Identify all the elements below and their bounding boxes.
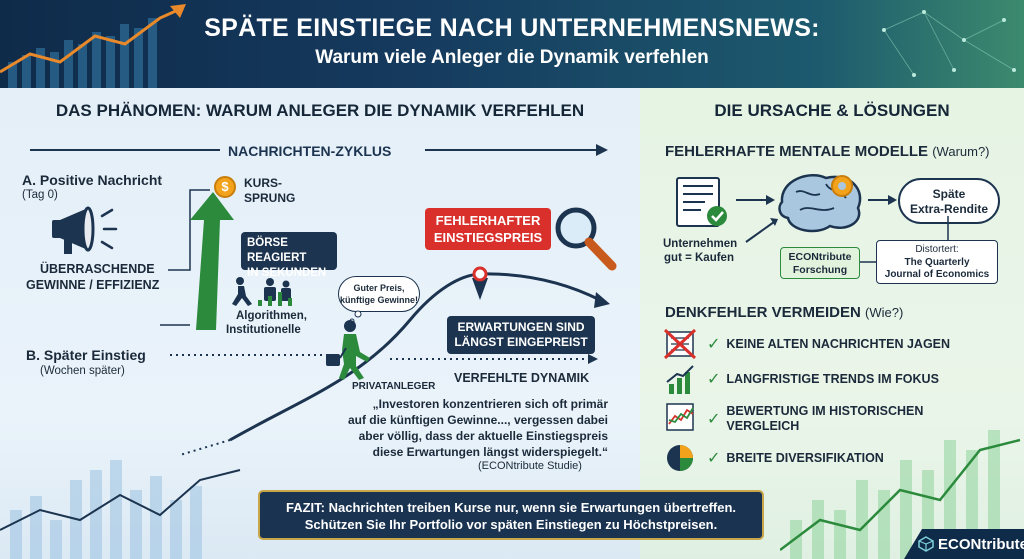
tip-row-1: ✓ KEINE ALTEN NACHRICHTEN JAGEN — [663, 329, 950, 359]
news-a-title: A. Positive Nachricht — [22, 172, 163, 188]
cloud-line1: Späte — [932, 187, 966, 201]
kurs-jump-arrow-icon — [160, 189, 234, 330]
research-line2: Forschung — [792, 264, 848, 276]
journal-line1: Distortert: — [915, 244, 959, 255]
research-line1: ECONtribute — [788, 251, 852, 263]
check-icon: ✓ — [707, 450, 721, 467]
quote-source: (ECONtribute Studie) — [478, 460, 582, 472]
brain-flow-icon — [736, 174, 897, 243]
header-network-icon — [882, 10, 1016, 77]
mental-models-title: FEHLERHAFTE MENTALE MODELLE — [665, 143, 929, 160]
mental-models-heading: FEHLERHAFTE MENTALE MODELLE (Warum?) — [665, 143, 990, 160]
thought-line1: Guter Preis, — [353, 283, 405, 293]
late-entry-title: B. Später Einstieg — [26, 347, 146, 363]
mental-models-why: (Warum?) — [932, 144, 990, 159]
tip-label: BEWERTUNG IM HISTORISCHEN VERGLEICH — [726, 404, 924, 433]
page-subtitle: Warum viele Anleger die Dynamik verfehle… — [315, 47, 709, 68]
priced-line1: ERWARTUNGEN SIND — [457, 320, 585, 334]
tip-row-3: ✓ BEWERTUNG IM HISTORISCHEN VERGLEICH — [663, 402, 923, 436]
cycle-arrow-icon — [30, 144, 608, 156]
trend-up-icon — [666, 365, 694, 394]
unternehmen-line1: Unternehmen — [663, 238, 738, 250]
check-icon: ✓ — [707, 371, 721, 388]
historical-chart-icon — [666, 403, 694, 431]
kurs-line2: SPRUNG — [244, 191, 296, 205]
late-entry-subtitle: (Wochen später) — [40, 365, 125, 377]
cycle-label: NACHRICHTEN-ZYKLUS — [228, 143, 392, 159]
wrong-entry-box: FEHLERHAFTER EINSTIEGSPREIS — [425, 208, 551, 250]
tip-label: KEINE ALTEN NACHRICHTEN JAGEN — [726, 336, 951, 351]
brand-name: ECONtribute — [938, 535, 1024, 553]
algo-line2: Institutionelle — [226, 324, 301, 336]
kurs-line1: KURS- — [244, 176, 282, 190]
header-growth-chart-icon — [0, 4, 186, 88]
quote-line1: „Investoren konzentrieren sich oft primä… — [372, 397, 608, 411]
company-good-label: Unternehmen gut = Kaufen — [663, 237, 738, 265]
journal-box: Distortert: The Quarterly Journal of Eco… — [876, 240, 998, 284]
brand-cube-icon — [918, 536, 934, 552]
late-return-cloud: Späte Extra-Rendite — [898, 178, 1000, 224]
research-box: ECONtribute Forschung — [780, 247, 860, 279]
wrong-line1: FEHLERHAFTER — [435, 213, 541, 228]
thought-bubble: Guter Preis, künftige Gewinne! — [338, 276, 420, 312]
missed-dynamics-label: VERFEHLTE DYNAMIK — [454, 371, 590, 385]
dollar-coin-icon: $ — [214, 176, 236, 198]
boerse-line1: BÖRSE REAGIERT — [247, 237, 307, 264]
cloud-line2: Extra-Rendite — [909, 202, 989, 216]
conclusion-box: FAZIT: Nachrichten treiben Kurse nur, we… — [258, 490, 764, 540]
price-curve-icon — [170, 266, 610, 456]
unternehmen-line2: gut = Kaufen — [664, 252, 734, 264]
surprise-line2: GEWINNE / EFFIZIENZ — [26, 278, 160, 292]
conclusion-line1: FAZIT: Nachrichten treiben Kurse nur, we… — [285, 500, 737, 515]
quote-line3: aber völlig, dass der aktuelle Einstiegs… — [358, 429, 608, 443]
surprise-line1: ÜBERRASCHENDE — [40, 262, 155, 276]
algo-line1: Algorithmen, — [236, 310, 307, 322]
conclusion-line2: Schützen Sie Ihr Portfolio vor späten Ei… — [304, 517, 718, 532]
quote-line4: diese Erwartungen längst widerspiegelt.“ — [372, 445, 608, 459]
tip-label: BREITE DIVERSIFIKATION — [726, 450, 884, 465]
check-icon: ✓ — [707, 411, 721, 428]
megaphone-icon — [52, 206, 118, 254]
header: SPÄTE EINSTIEGE NACH UNTERNEHMENSNEWS: W… — [0, 0, 1024, 88]
magnifier-icon — [555, 207, 617, 271]
boerse-line2: IN SEKUNDEN — [247, 267, 327, 279]
journal-line2: The Quarterly — [904, 256, 970, 268]
newspaper-icon — [676, 177, 727, 227]
news-a-subtitle: (Tag 0) — [22, 189, 58, 201]
priced-in-box: ERWARTUNGEN SIND LÄNGST EINGEPREIST — [447, 316, 595, 354]
wrong-line2: EINSTIEGSPREIS — [433, 230, 543, 245]
right-panel — [640, 88, 1024, 559]
tip-row-4: ✓ BREITE DIVERSIFIKATION — [663, 443, 884, 473]
avoid-errors-heading: DENKFEHLER VERMEIDEN (Wie?) — [665, 304, 903, 321]
brand-logo: ECONtribute — [904, 529, 1024, 559]
avoid-errors-title: DENKFEHLER VERMEIDEN — [665, 304, 861, 321]
tip-row-2: ✓ LANGFRISTIGE TRENDS IM FOKUS — [663, 364, 939, 394]
left-section-title: DAS PHÄNOMEN: WARUM ANLEGER DIE DYNAMIK … — [55, 101, 585, 120]
pie-chart-icon — [667, 445, 693, 471]
check-icon: ✓ — [707, 336, 721, 353]
study-quote: „Investoren konzentrieren sich oft primä… — [332, 396, 608, 460]
page-title: SPÄTE EINSTIEGE NACH UNTERNEHMENSNEWS: — [204, 14, 820, 42]
bg-bar-chart-left-icon — [0, 460, 241, 559]
avoid-errors-how: (Wie?) — [865, 305, 904, 320]
traders-icon — [232, 277, 292, 306]
boerse-box: BÖRSE REAGIERT IN SEKUNDEN — [241, 232, 337, 279]
private-investor-icon — [326, 320, 370, 380]
journal-line3: Journal of Economics — [884, 269, 990, 280]
right-section-title: DIE URSACHE & LÖSUNGEN — [714, 101, 950, 120]
crossed-newspaper-icon — [663, 328, 697, 360]
private-investor-label: PRIVATANLEGER — [352, 381, 436, 392]
tip-label: LANGFRISTIGE TRENDS IM FOKUS — [726, 371, 939, 386]
quote-line2: auf die künftigen Gewinne..., vergessen … — [347, 413, 608, 427]
thought-line2: künftige Gewinne! — [339, 295, 418, 305]
priced-line2: LÄNGST EINGEPREIST — [454, 335, 588, 349]
tip-icons — [663, 328, 697, 471]
